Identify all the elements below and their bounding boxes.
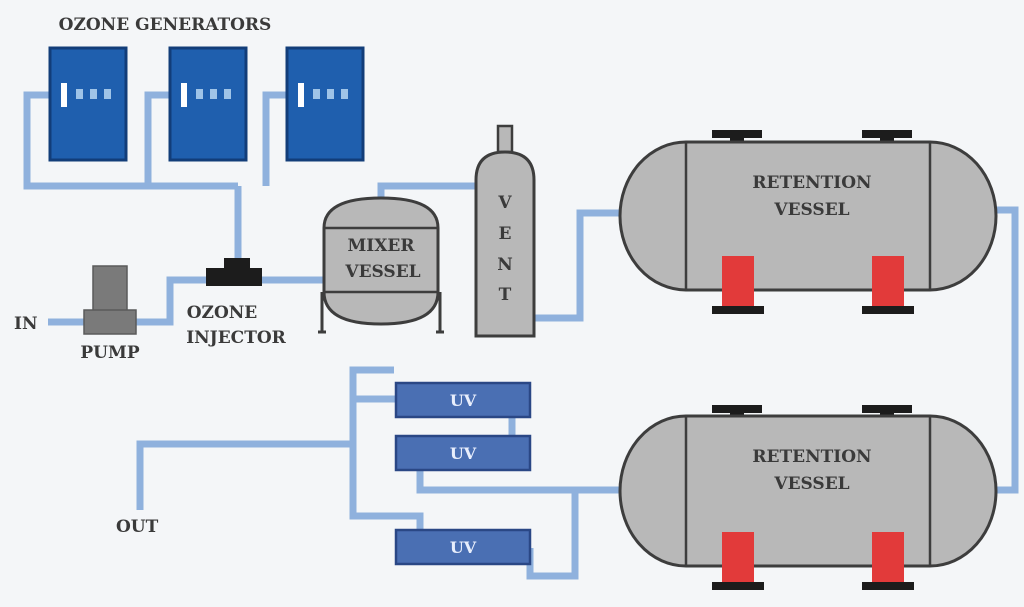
pipe-outlet bbox=[136, 440, 353, 510]
mixer-vessel-label-2: VESSEL bbox=[344, 262, 420, 282]
pipe-retention-link bbox=[996, 206, 1019, 494]
pipe-uv-manifold bbox=[349, 366, 402, 403]
uv-unit-3: UV bbox=[394, 528, 532, 566]
ozone-generators-title: OZONE GENERATORS bbox=[59, 15, 272, 35]
support-leg bbox=[722, 532, 754, 584]
generator-display-icon bbox=[298, 83, 304, 107]
ozone-generator-3 bbox=[285, 46, 365, 162]
ozone-injector-icon bbox=[206, 258, 262, 286]
svg-text:UV: UV bbox=[450, 444, 477, 463]
pump-icon bbox=[83, 265, 137, 335]
retention-vessel-top bbox=[618, 130, 998, 314]
vent-tank bbox=[474, 124, 536, 338]
generator-display-icon bbox=[61, 83, 67, 107]
support-leg bbox=[872, 532, 904, 584]
mixer-vessel-label-1: MIXER bbox=[347, 236, 415, 256]
uv-unit-2: UV bbox=[394, 434, 532, 472]
ozone-injector-label-1: OZONE bbox=[187, 303, 258, 323]
pipe-mixer-to-vent bbox=[377, 182, 476, 200]
support-leg bbox=[722, 256, 754, 308]
retention-vessel-top-label-2: VESSEL bbox=[773, 200, 849, 220]
retention-vessel-bottom bbox=[618, 405, 998, 590]
svg-text:N: N bbox=[497, 255, 513, 275]
mixer-vessel bbox=[318, 196, 444, 334]
pipe-generator-1 bbox=[23, 91, 238, 190]
pipe-generator-2 bbox=[144, 91, 170, 186]
pump-label: PUMP bbox=[80, 343, 139, 363]
inlet-label: IN bbox=[14, 314, 38, 334]
svg-text:UV: UV bbox=[450, 538, 477, 557]
svg-text:UV: UV bbox=[450, 391, 477, 410]
pipe-generator-3 bbox=[262, 91, 287, 186]
support-leg bbox=[872, 256, 904, 308]
generator-display-icon bbox=[181, 83, 187, 107]
retention-vessel-bottom-label-1: RETENTION bbox=[752, 447, 871, 467]
svg-text:T: T bbox=[499, 285, 512, 305]
retention-vessel-top-label-1: RETENTION bbox=[752, 173, 871, 193]
outlet-label: OUT bbox=[116, 517, 159, 537]
svg-text:V: V bbox=[497, 193, 512, 213]
ozone-generator-2 bbox=[168, 46, 248, 162]
pipe-uv-manifold-2 bbox=[349, 399, 424, 530]
vent-label: V E N T bbox=[497, 193, 513, 305]
retention-vessel-bottom-label-2: VESSEL bbox=[773, 474, 849, 494]
ozone-generator-1 bbox=[48, 46, 128, 162]
pipe-vent-to-retention bbox=[534, 209, 625, 322]
pipe-pump-to-injector bbox=[135, 276, 206, 326]
svg-text:E: E bbox=[499, 224, 512, 244]
ozone-injector-label-2: INJECTOR bbox=[186, 328, 286, 348]
uv-unit-1: UV bbox=[394, 381, 532, 419]
